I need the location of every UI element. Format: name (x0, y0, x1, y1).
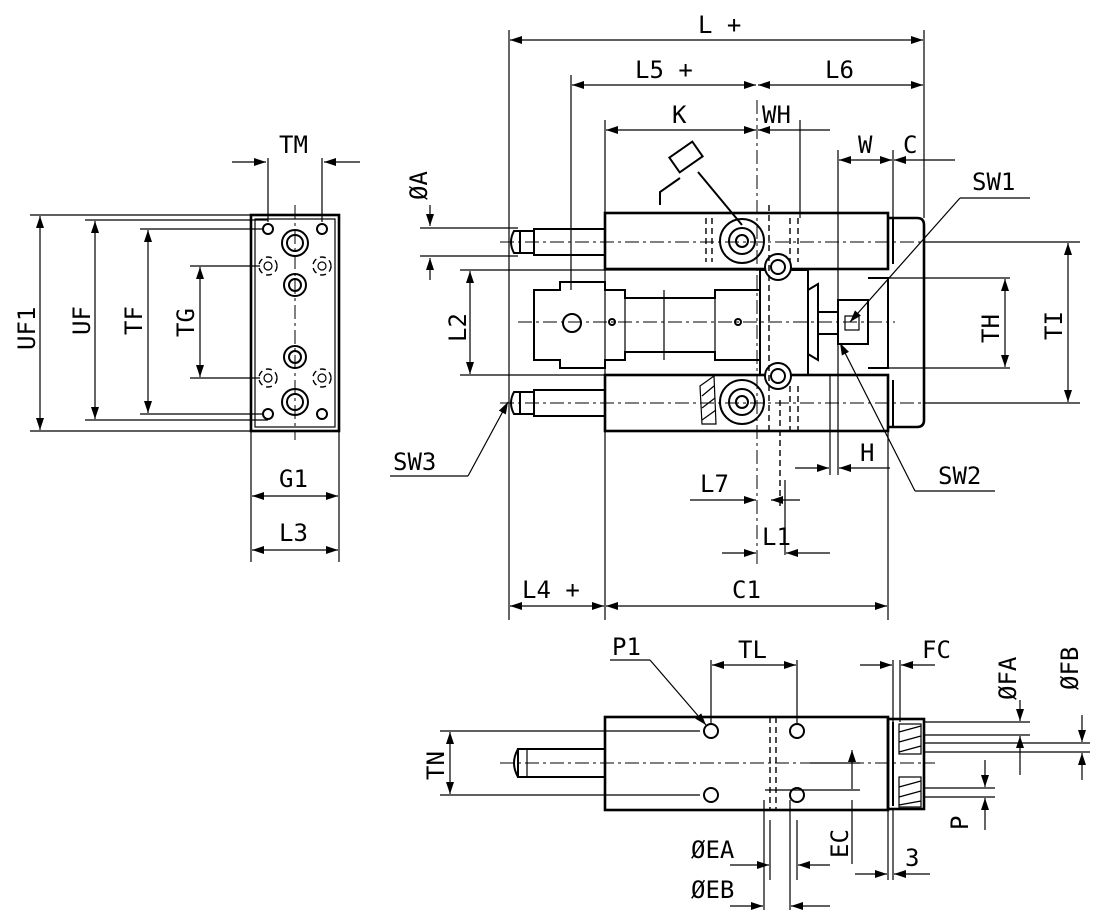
label-uf: UF (68, 306, 96, 335)
label-p: P (946, 816, 974, 830)
label-3: 3 (905, 844, 919, 872)
label-k: K (672, 101, 687, 129)
side-end-plate (886, 717, 926, 811)
label-wh: WH (762, 101, 791, 129)
label-tf: TF (120, 306, 148, 335)
label-phi-fa: ØFA (994, 656, 1022, 700)
label-l1: L1 (762, 523, 791, 551)
label-fc: FC (922, 636, 951, 664)
side-view: P1 TL FC ØFA ØFB TN P EC ØEA ØEB 3 (422, 633, 1090, 910)
label-ec: EC (826, 829, 854, 858)
label-tg: TG (172, 308, 200, 337)
center-cylinder (533, 281, 761, 369)
label-phi-a: ØA (405, 171, 433, 200)
label-p1: P1 (612, 633, 641, 661)
label-l-plus: L + (698, 11, 741, 39)
label-l3: L3 (279, 519, 308, 547)
label-phi-ea: ØEA (691, 836, 735, 864)
label-c1: C1 (732, 576, 761, 604)
label-tl: TL (738, 636, 767, 664)
label-w: W (858, 131, 873, 159)
end-plate (888, 216, 926, 429)
label-l4-plus: L4 + (522, 576, 580, 604)
label-tn: TN (422, 751, 450, 780)
label-th: TH (977, 314, 1005, 343)
label-uf1: UF1 (13, 307, 41, 350)
label-g1: G1 (279, 465, 308, 493)
label-sw2: SW2 (938, 462, 981, 490)
label-tm: TM (279, 131, 308, 159)
label-phi-eb: ØEB (691, 876, 734, 904)
label-l2: L2 (444, 313, 472, 342)
label-ti: TI (1040, 311, 1068, 340)
label-l6: L6 (825, 56, 854, 84)
end-view: TM UF1 UF TF TG G1 L3 (13, 131, 360, 562)
label-phi-fb: ØFB (1056, 647, 1084, 690)
label-c: C (903, 131, 917, 159)
label-h: H (860, 439, 874, 467)
label-l5-plus: L5 + (635, 56, 693, 84)
label-sw1: SW1 (972, 168, 1015, 196)
top-view: L + L5 + L6 K WH W C ØA SW1 L2 TH TI SW3… (390, 11, 1080, 620)
label-sw3: SW3 (393, 448, 436, 476)
label-l7: L7 (700, 470, 729, 498)
